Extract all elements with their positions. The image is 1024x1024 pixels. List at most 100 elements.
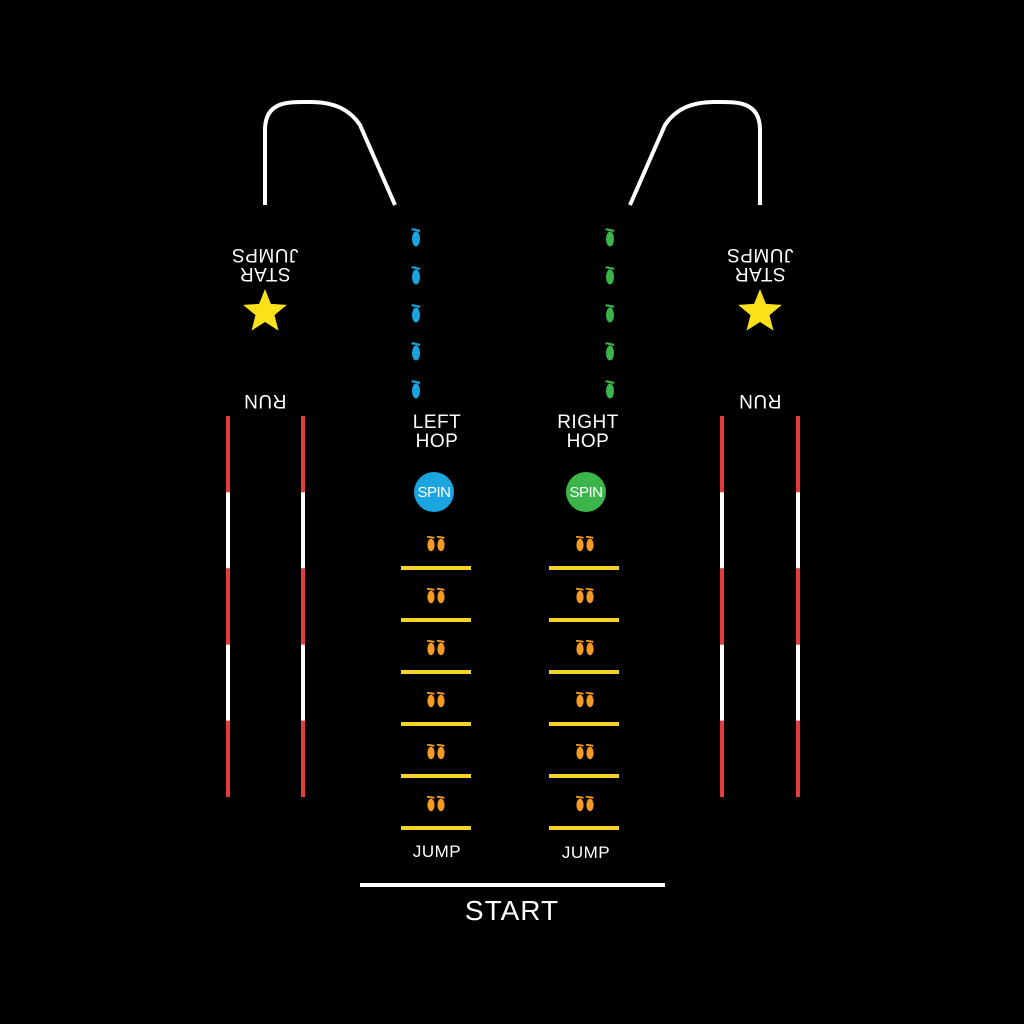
foot-toe xyxy=(575,691,579,694)
foot-sole xyxy=(437,538,445,552)
foot-sole xyxy=(586,798,594,812)
spin-marker-right: SPIN xyxy=(566,472,606,512)
single-footprint-icon xyxy=(411,266,421,285)
foot-toe xyxy=(430,640,433,643)
foot-shape xyxy=(585,743,594,760)
foot-shape xyxy=(585,639,594,656)
foot-toe xyxy=(436,743,440,746)
foot-toe xyxy=(428,692,431,695)
foot-toe xyxy=(440,692,443,695)
foot-toe xyxy=(415,380,419,384)
foot-shape xyxy=(426,535,435,552)
foot-toe xyxy=(442,640,445,643)
foot-toe xyxy=(611,381,615,384)
foot-sole xyxy=(606,345,614,361)
foot-sole xyxy=(576,538,584,552)
foot-toe xyxy=(430,796,433,799)
single-footprint-icon xyxy=(411,228,421,247)
foot-sole xyxy=(437,798,445,812)
foot-toe xyxy=(438,588,441,591)
foot-toe xyxy=(440,588,443,591)
foot-toe xyxy=(442,536,445,539)
foot-toe xyxy=(587,588,590,591)
foot-toe xyxy=(585,691,589,694)
foot-shape xyxy=(426,639,435,656)
curve-path-left xyxy=(263,99,397,206)
foot-toe xyxy=(417,229,421,232)
star-icon xyxy=(738,289,782,331)
foot-toe xyxy=(587,796,590,799)
foot-toe xyxy=(440,744,443,747)
foot-toe xyxy=(413,304,417,308)
foot-toe xyxy=(591,536,594,539)
footprints-icon xyxy=(426,691,445,708)
foot-toe xyxy=(436,691,440,694)
foot-toe xyxy=(591,588,594,591)
foot-toe xyxy=(438,692,441,695)
foot-sole xyxy=(576,746,584,760)
foot-toe xyxy=(415,266,419,270)
foot-shape xyxy=(436,743,445,760)
curve-path-right xyxy=(628,99,762,206)
footprints-icon xyxy=(575,691,594,708)
foot-toe xyxy=(426,587,430,590)
foot-sole xyxy=(586,746,594,760)
foot-shape xyxy=(585,587,594,604)
foot-toe xyxy=(413,342,417,346)
foot-shape xyxy=(426,691,435,708)
single-footprint-icon xyxy=(411,380,421,399)
single-footprint-icon xyxy=(605,228,615,247)
foot-sole xyxy=(427,694,435,708)
foot-toe xyxy=(577,640,580,643)
foot-toe xyxy=(411,380,415,383)
foot-toe xyxy=(591,744,594,747)
foot-toe xyxy=(609,228,613,232)
foot-sole xyxy=(576,590,584,604)
foot-shape xyxy=(585,691,594,708)
foot-toe xyxy=(417,267,421,270)
foot-toe xyxy=(609,266,613,270)
star-jumps-label-right: STAR JUMPS xyxy=(726,244,794,284)
star-markers xyxy=(243,289,782,331)
foot-toe xyxy=(607,304,611,308)
foot-toe xyxy=(440,796,443,799)
jump-label-right: JUMP xyxy=(561,843,611,862)
foot-toe xyxy=(440,640,443,643)
foot-sole xyxy=(427,798,435,812)
star-jumps-label-left: STAR JUMPS xyxy=(231,244,299,284)
foot-toe xyxy=(430,744,433,747)
foot-toe xyxy=(589,796,592,799)
foot-toe xyxy=(605,342,609,345)
foot-toe xyxy=(611,267,615,270)
foot-sole xyxy=(606,231,614,247)
foot-toe xyxy=(581,536,584,539)
foot-toe xyxy=(426,795,430,798)
foot-toe xyxy=(579,536,582,539)
foot-toe xyxy=(438,744,441,747)
foot-toe xyxy=(426,743,430,746)
foot-toe xyxy=(411,304,415,307)
foot-sole xyxy=(437,746,445,760)
footprints-icon xyxy=(426,587,445,604)
foot-sole xyxy=(427,746,435,760)
foot-toe xyxy=(589,588,592,591)
foot-sole xyxy=(437,694,445,708)
footprints-icon xyxy=(426,795,445,812)
foot-toe xyxy=(432,640,435,643)
foot-toe xyxy=(415,304,419,308)
foot-toe xyxy=(605,304,609,307)
foot-sole xyxy=(586,642,594,656)
foot-shape xyxy=(575,795,584,812)
foot-toe xyxy=(426,639,430,642)
foot-toe xyxy=(585,795,589,798)
footprints-icon xyxy=(426,535,445,552)
foot-sole xyxy=(427,538,435,552)
spin-marker-left: SPIN xyxy=(414,472,454,512)
foot-toe xyxy=(438,640,441,643)
single-footprint-icon xyxy=(605,380,615,399)
foot-shape xyxy=(575,743,584,760)
single-footprint-icon xyxy=(605,304,615,323)
footprints-icon xyxy=(575,535,594,552)
foot-toe xyxy=(415,342,419,346)
